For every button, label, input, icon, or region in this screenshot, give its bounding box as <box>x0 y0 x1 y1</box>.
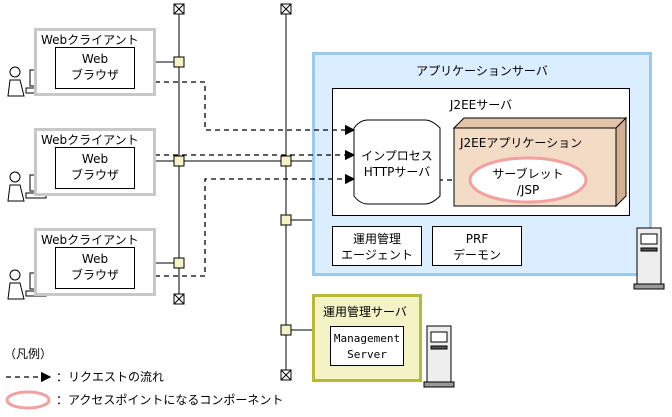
browser-label: ブラウザ <box>70 68 119 82</box>
j2ee-app-side <box>615 116 627 208</box>
server-tower-icon <box>423 325 455 388</box>
connector-node <box>173 56 292 336</box>
server-tower-icon <box>633 227 665 290</box>
web-browser-2: Web ブラウザ <box>55 147 135 189</box>
app-server-title: アプリケーションサーバ <box>416 64 548 78</box>
prf-label: デーモン <box>452 248 501 262</box>
prf-daemon-box: PRF デーモン <box>432 226 522 266</box>
legend-title: （凡例） <box>4 347 53 361</box>
mgmt-server-title: 運用管理サーバ <box>323 305 407 319</box>
legend-request-flow: ：リクエストの流れ <box>56 370 165 384</box>
agent-box: 運用管理 エージェント <box>332 226 422 266</box>
management-server-box: Management Server <box>330 326 404 366</box>
mgmt-inner-label: Management <box>333 332 401 345</box>
servlet-access-point <box>468 156 588 204</box>
browser-label: Web <box>81 252 109 266</box>
web-browser-1: Web ブラウザ <box>55 47 135 89</box>
bus-terminator-icon <box>173 3 292 381</box>
mgmt-inner-label: Server <box>347 348 387 361</box>
browser-label: Web <box>81 152 109 166</box>
inprocess-label-1: インプロセス <box>361 149 433 163</box>
agent-label: エージェント <box>341 248 413 262</box>
servlet-label-1: サーブレット <box>492 167 564 181</box>
client-title: Webクライアント <box>41 233 139 247</box>
j2ee-app-title: J2EEアプリケーション <box>460 136 583 150</box>
client-title: Webクライアント <box>41 33 139 47</box>
agent-label: 運用管理 <box>352 232 401 246</box>
legend-access-point: ：アクセスポイントになるコンポーネント <box>56 393 284 407</box>
inprocess-label-2: HTTPサーバ <box>363 165 431 179</box>
j2ee-server-title: J2EEサーバ <box>449 98 513 112</box>
browser-label: ブラウザ <box>70 268 119 282</box>
j2ee-app-top <box>452 117 628 129</box>
servlet-label-2: /JSP <box>516 183 540 197</box>
prf-label: PRF <box>465 232 489 246</box>
browser-label: ブラウザ <box>70 168 119 182</box>
inprocess-http-server-shape <box>353 119 441 205</box>
client-title: Webクライアント <box>41 133 139 147</box>
web-browser-3: Web ブラウザ <box>55 247 135 289</box>
browser-label: Web <box>81 52 109 66</box>
legend-ellipse-icon <box>5 390 51 410</box>
